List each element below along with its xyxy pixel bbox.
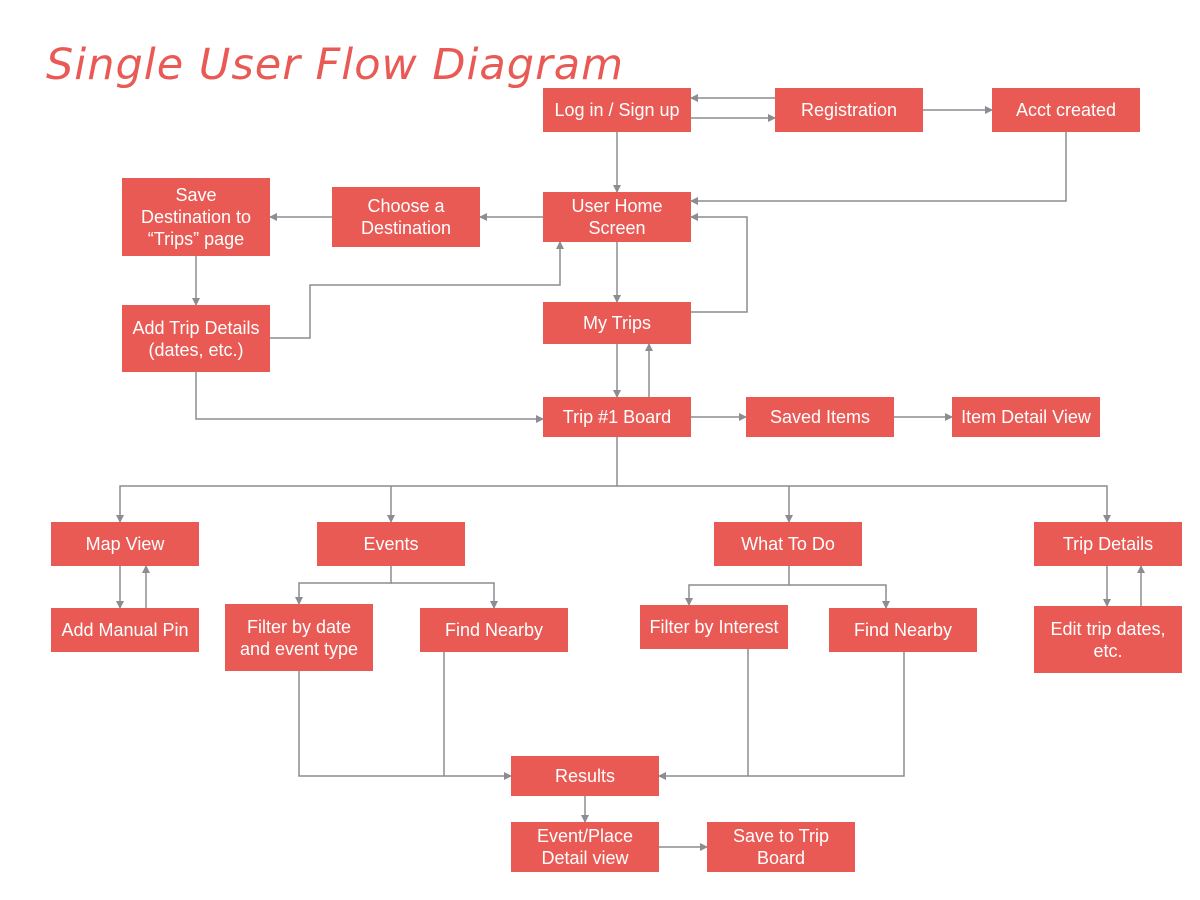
node-edit-trip: Edit trip dates, etc. bbox=[1034, 606, 1182, 673]
node-trip-board: Trip #1 Board bbox=[543, 397, 691, 437]
node-filter-date: Filter by date and event type bbox=[225, 604, 373, 671]
node-results: Results bbox=[511, 756, 659, 796]
node-save-destination: Save Destination to “Trips” page bbox=[122, 178, 270, 256]
node-filter-interest: Filter by Interest bbox=[640, 605, 788, 649]
connector-whattodo-to-nearby bbox=[789, 584, 890, 609]
node-map-view: Map View bbox=[51, 522, 199, 566]
node-my-trips: My Trips bbox=[543, 302, 691, 344]
node-saved-items: Saved Items bbox=[746, 397, 894, 437]
connector-add-to-home bbox=[270, 241, 564, 339]
node-choose-destination: Choose a Destination bbox=[332, 187, 480, 247]
connector-whattodo-to-filter bbox=[685, 566, 790, 606]
node-add-trip-details: Add Trip Details (dates, etc.) bbox=[122, 305, 270, 372]
node-event-detail: Event/Place Detail view bbox=[511, 822, 659, 872]
diagram-title: Single User Flow Diagram bbox=[46, 40, 624, 90]
node-registration: Registration bbox=[775, 88, 923, 132]
node-login: Log in / Sign up bbox=[543, 88, 691, 132]
connector-board-to-whattodo bbox=[617, 485, 793, 523]
node-events: Events bbox=[317, 522, 465, 566]
node-find-nearby-events: Find Nearby bbox=[420, 608, 568, 652]
connector-board-to-tripdetails bbox=[789, 485, 1111, 523]
connector-mytrips-to-home bbox=[690, 213, 748, 313]
node-user-home: User Home Screen bbox=[543, 192, 691, 242]
node-acct-created: Acct created bbox=[992, 88, 1140, 132]
connector-board-to-map bbox=[116, 437, 618, 523]
node-find-nearby-todo: Find Nearby bbox=[829, 608, 977, 652]
connector-events-to-filter bbox=[295, 566, 392, 605]
node-what-to-do: What To Do bbox=[714, 522, 862, 566]
connector-acct-to-home bbox=[690, 132, 1067, 205]
node-trip-details: Trip Details bbox=[1034, 522, 1182, 566]
node-item-detail: Item Detail View bbox=[952, 397, 1100, 437]
node-save-to-board: Save to Trip Board bbox=[707, 822, 855, 872]
connector-filterinterest-to-results bbox=[658, 652, 905, 780]
connector-add-to-board bbox=[195, 372, 544, 423]
connector-filterdate-to-results bbox=[298, 671, 512, 780]
connector-events-to-nearby bbox=[391, 582, 498, 609]
node-add-manual-pin: Add Manual Pin bbox=[51, 608, 199, 652]
